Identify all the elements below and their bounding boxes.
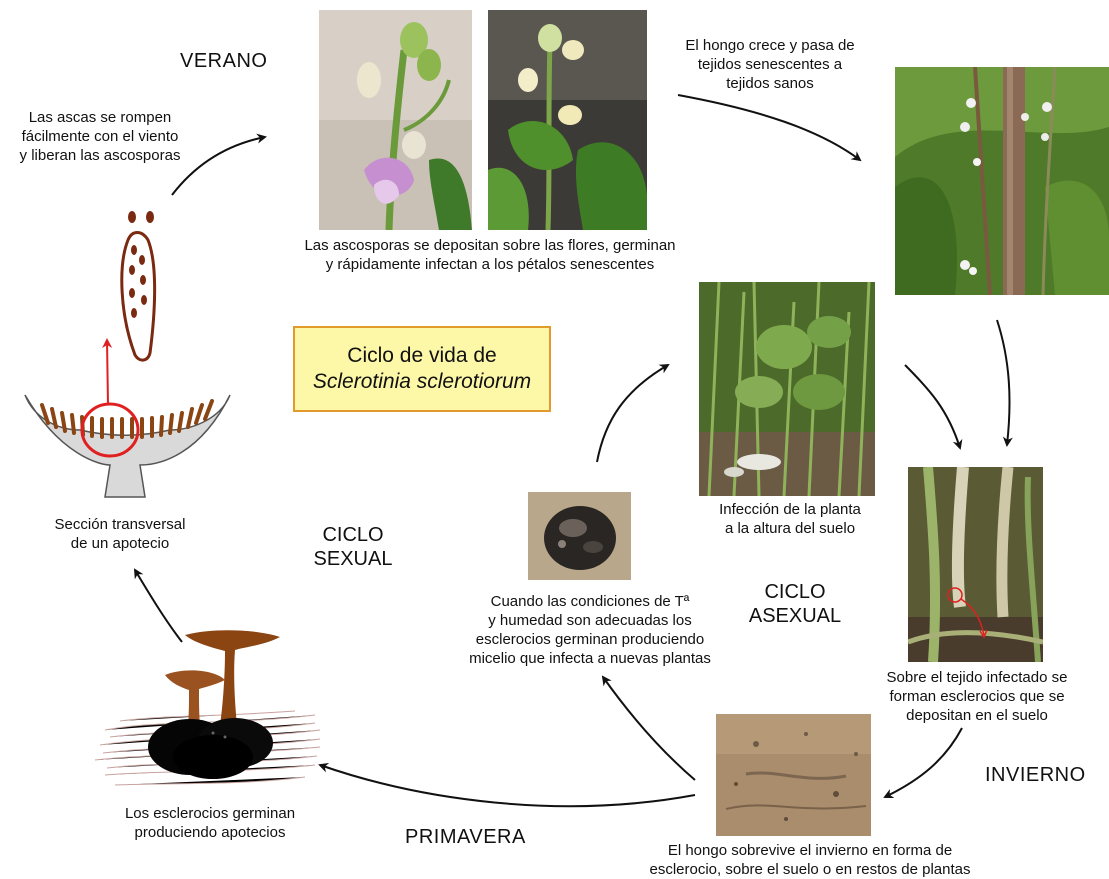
arrow-ground-to-pods	[905, 365, 960, 448]
season-winter: INVIERNO	[985, 764, 1086, 787]
title-line2: Sclerotinia sclerotiorum	[295, 369, 549, 395]
title-line1: Ciclo de vida de	[295, 343, 549, 369]
arrow-flowers-to-stem	[678, 95, 860, 160]
caption-apothecia: Los esclerocios germinanproduciendo apot…	[100, 804, 320, 842]
arrow-soil-to-sclerotium	[603, 677, 695, 780]
caption-germinate-mycelium: Cuando las condiciones de Tªy humedad so…	[440, 592, 740, 668]
ascus-illustration	[110, 205, 170, 365]
caption-asci: Las ascas se rompenfácilmente con el vie…	[0, 108, 200, 165]
caption-cross-section: Sección transversalde un apotecio	[30, 515, 210, 553]
photo-infected-pods	[908, 467, 1043, 662]
caption-flowers: Las ascosporas se depositan sobre las fl…	[265, 236, 715, 274]
caption-overwinter: El hongo sobrevive el invierno en forma …	[600, 841, 1020, 879]
caption-fungus-grows: El hongo crece y pasa detejidos senescen…	[665, 36, 875, 93]
season-spring: PRIMAVERA	[405, 826, 526, 849]
photo-soil	[716, 714, 871, 836]
arrow-sclerotium-to-ground	[597, 365, 668, 462]
photo-ground-infection	[699, 282, 875, 496]
arrow-pods-to-soil	[885, 728, 962, 797]
photo-bean-flower-purple	[319, 10, 472, 230]
apothecium-cross-section	[20, 385, 235, 505]
season-summer: VERANO	[180, 50, 267, 73]
cycle-sexual-label: CICLOSEXUAL	[298, 523, 408, 571]
caption-sclerotia-form: Sobre el tejido infectado seforman escle…	[862, 668, 1092, 725]
photo-sclerotium	[528, 492, 631, 580]
caption-ground-infection: Infección de la plantaa la altura del su…	[700, 500, 880, 538]
diagram-title: Ciclo de vida de Sclerotinia sclerotioru…	[293, 326, 551, 412]
photo-infected-stem	[895, 67, 1109, 295]
arrow-stem-to-pods	[997, 320, 1010, 445]
arrow-soil-to-spring	[320, 765, 695, 806]
cycle-asexual-label: CICLOASEXUAL	[735, 580, 855, 628]
photo-bean-flowers-white	[488, 10, 647, 230]
apothecia-illustration	[95, 625, 325, 800]
